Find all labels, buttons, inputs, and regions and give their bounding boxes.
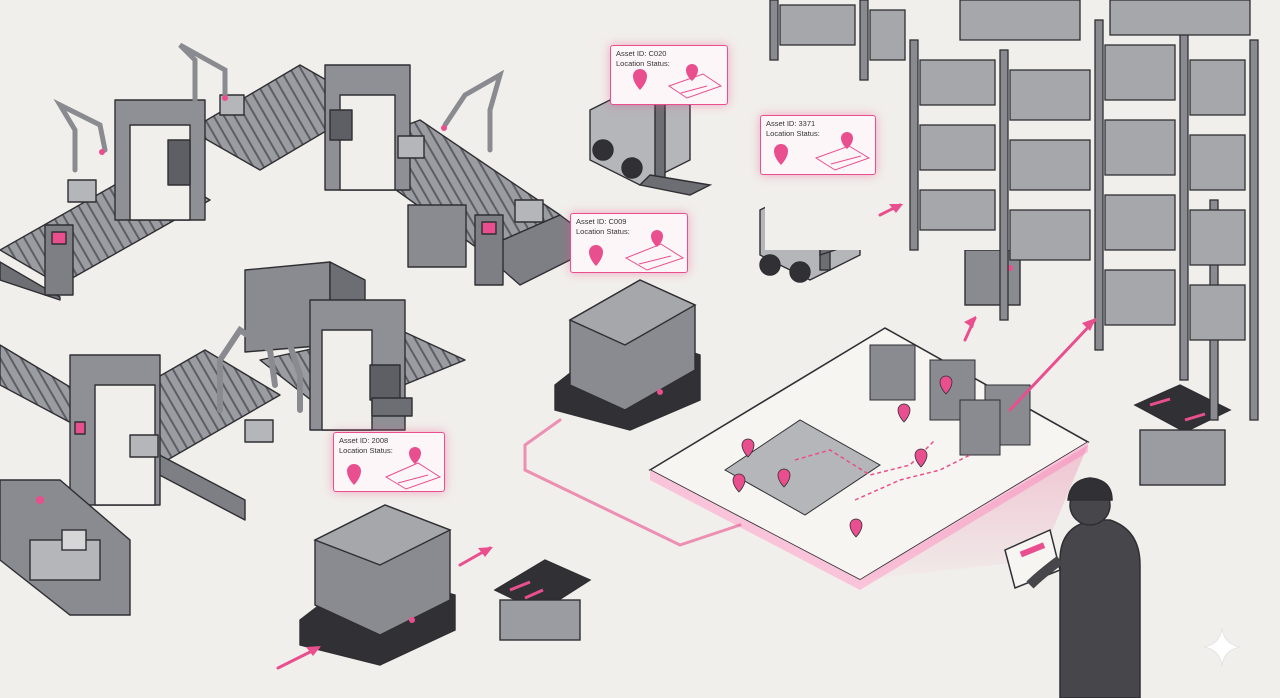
warehouse-racks — [765, 0, 1280, 421]
asset-id-label: Asset ID: C009 — [576, 217, 627, 226]
worker-with-tablet — [1004, 477, 1141, 698]
asset-tag-2008: Asset ID: 2008 Location Status: — [333, 432, 445, 492]
agv-center — [554, 279, 701, 431]
tool-cart-lower — [493, 559, 592, 641]
packaging-machine — [0, 479, 131, 616]
map-pin-icon — [774, 132, 871, 171]
location-status-label: Location Status: — [339, 446, 393, 455]
asset-tag-c009: Asset ID: C009 Location Status: — [570, 213, 688, 273]
asset-id-label: Asset ID: 2008 — [339, 436, 389, 445]
lower-conveyor-loop — [0, 261, 466, 521]
map-pin-icon — [589, 230, 685, 271]
map-pin-icon — [633, 64, 723, 99]
asset-id-label: Asset ID: C020 — [616, 49, 667, 58]
location-status-label: Location Status: — [616, 59, 670, 68]
sparkle-icon — [1203, 627, 1241, 667]
digital-twin-panel — [648, 327, 1090, 590]
tool-cart-right — [1133, 384, 1232, 486]
map-pin-icon — [732, 375, 953, 538]
location-status-label: Location Status: — [576, 227, 630, 236]
asset-tag-3371: Asset ID: 3371 Location Status: — [760, 115, 876, 175]
asset-tag-c020: Asset ID: C020 Location Status: — [610, 45, 728, 105]
map-pin-icon — [347, 447, 442, 490]
robot-arms-upper — [53, 42, 505, 173]
upper-conveyor-line — [0, 64, 601, 301]
location-status-label: Location Status: — [766, 129, 820, 138]
asset-id-label: Asset ID: 3371 — [766, 119, 816, 128]
agv-lower — [299, 504, 456, 666]
